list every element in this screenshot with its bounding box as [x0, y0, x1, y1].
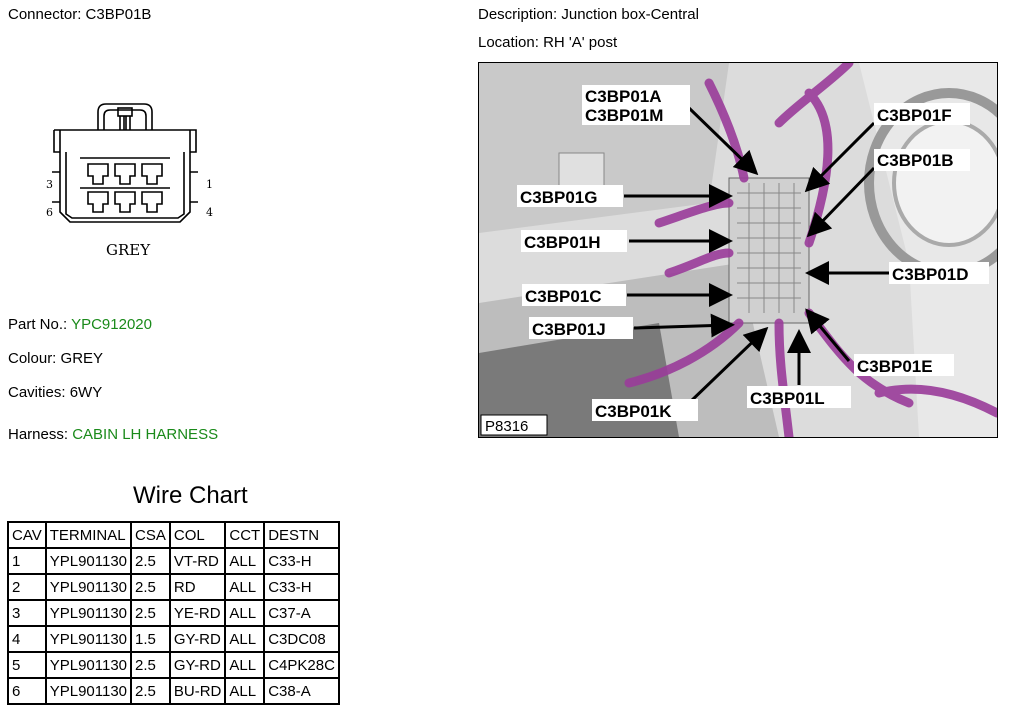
wire-chart-table: CAV TERMINAL CSA COL CCT DESTN 1 YPL9011… [7, 521, 340, 705]
cell-terminal: YPL901130 [44, 573, 133, 601]
colour-value: GREY [60, 350, 104, 367]
callout-c3bp01l: C3BP01L [750, 389, 825, 408]
cell-cav: 1 [7, 547, 47, 575]
callout-c3bp01m: C3BP01M [585, 106, 663, 125]
callout-c3bp01g: C3BP01G [520, 188, 597, 207]
cell-terminal: YPL901130 [44, 677, 133, 705]
cell-cct: ALL [224, 651, 266, 679]
cavities-label: Cavities: [8, 384, 66, 401]
cell-destn: C33-H [263, 547, 340, 575]
harness-line: Harness: CABIN LH HARNESS [8, 426, 218, 443]
cell-col: GY-RD [168, 651, 227, 679]
cell-col: BU-RD [168, 677, 227, 705]
image-reference: P8316 [485, 418, 528, 435]
col-header-cav: CAV [7, 521, 47, 549]
table-header-row: CAV TERMINAL CSA COL CCT DESTN [7, 521, 340, 549]
cell-col: YE-RD [168, 599, 227, 627]
cell-csa: 2.5 [130, 599, 171, 627]
cell-destn: C33-H [263, 573, 340, 601]
cell-destn: C3DC08 [263, 625, 340, 653]
table-row: 5 YPL901130 2.5 GY-RD ALL C4PK28C [7, 651, 340, 679]
cell-cct: ALL [224, 573, 266, 601]
part-number-line: Part No.: YPC912020 [8, 316, 152, 333]
harness-label: Harness: [8, 426, 69, 443]
cavities-value: 6WY [69, 384, 103, 401]
cell-col: VT-RD [168, 547, 227, 575]
part-label: Part No.: [8, 316, 68, 333]
cell-csa: 1.5 [130, 625, 171, 653]
part-number-link[interactable]: YPC912020 [71, 316, 152, 333]
callout-c3bp01e: C3BP01E [857, 357, 933, 376]
cell-cct: ALL [224, 547, 266, 575]
cell-terminal: YPL901130 [44, 547, 133, 575]
cell-cav: 6 [7, 677, 47, 705]
location-value: RH 'A' post [543, 34, 618, 51]
description-label: Description: [478, 6, 558, 23]
location-image: C3BP01A C3BP01M C3BP01F C3BP01B C3BP01G … [478, 62, 998, 438]
table-row: 3 YPL901130 2.5 YE-RD ALL C37-A [7, 599, 340, 627]
col-header-destn: DESTN [263, 521, 340, 549]
cell-cav: 5 [7, 651, 47, 679]
pin-label-3: 3 [46, 178, 53, 191]
location-label: Location: [478, 34, 539, 51]
colour-label: Colour: [8, 350, 57, 367]
connector-face-drawing: 3 1 6 4 GREY [40, 92, 230, 272]
location-line: Location: RH 'A' post [478, 34, 617, 51]
col-header-csa: CSA [130, 521, 171, 549]
cell-destn: C37-A [263, 599, 340, 627]
connector-label: Connector: [8, 6, 82, 23]
callout-c3bp01c: C3BP01C [525, 287, 602, 306]
colour-line: Colour: GREY [8, 350, 103, 367]
harness-link[interactable]: CABIN LH HARNESS [72, 426, 219, 443]
callout-c3bp01j: C3BP01J [532, 320, 606, 339]
connector-title: Connector: C3BP01B [8, 6, 151, 23]
table-row: 1 YPL901130 2.5 VT-RD ALL C33-H [7, 547, 340, 575]
col-header-col: COL [168, 521, 227, 549]
cell-col: RD [168, 573, 227, 601]
table-row: 2 YPL901130 2.5 RD ALL C33-H [7, 573, 340, 601]
cell-cav: 2 [7, 573, 47, 601]
table-row: 4 YPL901130 1.5 GY-RD ALL C3DC08 [7, 625, 340, 653]
cell-cct: ALL [224, 625, 266, 653]
cell-cav: 4 [7, 625, 47, 653]
cell-csa: 2.5 [130, 677, 171, 705]
connector-value: C3BP01B [85, 6, 152, 23]
cell-terminal: YPL901130 [44, 625, 133, 653]
pin-label-1: 1 [206, 178, 213, 191]
callout-c3bp01b: C3BP01B [877, 151, 954, 170]
pin-label-4: 4 [206, 206, 213, 219]
cell-terminal: YPL901130 [44, 651, 133, 679]
cell-csa: 2.5 [130, 651, 171, 679]
callout-c3bp01k: C3BP01K [595, 402, 672, 421]
cell-destn: C4PK28C [263, 651, 340, 679]
callout-c3bp01a: C3BP01A [585, 87, 662, 106]
cell-csa: 2.5 [130, 573, 171, 601]
col-header-cct: CCT [224, 521, 266, 549]
cell-cct: ALL [224, 599, 266, 627]
cavities-line: Cavities: 6WY [8, 384, 102, 401]
connector-colour-caption: GREY [106, 241, 151, 259]
callout-c3bp01d: C3BP01D [892, 265, 969, 284]
pin-label-6: 6 [46, 206, 53, 219]
description-line: Description: Junction box-Central [478, 6, 699, 23]
col-header-terminal: TERMINAL [44, 521, 133, 549]
callout-c3bp01f: C3BP01F [877, 106, 952, 125]
wire-chart-title: Wire Chart [133, 482, 248, 509]
description-value: Junction box-Central [561, 6, 699, 23]
cell-cct: ALL [224, 677, 266, 705]
table-row: 6 YPL901130 2.5 BU-RD ALL C38-A [7, 677, 340, 705]
cell-destn: C38-A [263, 677, 340, 705]
callout-c3bp01h: C3BP01H [524, 233, 601, 252]
cell-terminal: YPL901130 [44, 599, 133, 627]
cell-cav: 3 [7, 599, 47, 627]
cell-csa: 2.5 [130, 547, 171, 575]
cell-col: GY-RD [168, 625, 227, 653]
